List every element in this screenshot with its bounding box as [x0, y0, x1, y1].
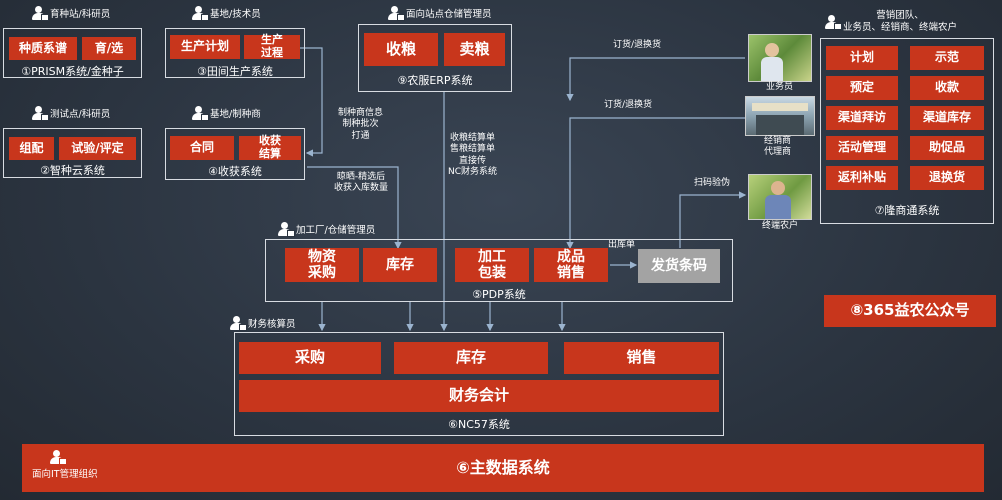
prism-system-box [3, 28, 142, 78]
finished-goods-sales-button[interactable]: 成品 销售 [534, 248, 608, 282]
shipping-barcode-button[interactable]: 发货条码 [638, 249, 720, 283]
role-factory: 加工厂/仓储管理员 [278, 222, 375, 237]
activity-management-button[interactable]: 活动管理 [826, 136, 898, 160]
grain-sale-button[interactable]: 卖粮 [444, 33, 505, 66]
financial-accounting-button[interactable]: 财务会计 [239, 380, 719, 412]
person-icon [388, 6, 405, 21]
person-icon [192, 106, 209, 121]
nc-purchase-button[interactable]: 采购 [239, 342, 381, 374]
processing-packaging-button[interactable]: 加工 包装 [455, 248, 529, 282]
harvest-to-pdp-line [307, 166, 402, 250]
order-note-1: 订货/退换货 [613, 40, 662, 50]
prism-caption: ①PRISM系统/金种子 [21, 65, 124, 78]
order-line-2 [566, 117, 745, 250]
dealer-label: 经销商 代理商 [764, 136, 792, 158]
combination-button[interactable]: 组配 [9, 137, 54, 160]
person-icon [50, 450, 67, 465]
payment-button[interactable]: 收款 [910, 76, 984, 100]
role-finance: 财务核算员 [230, 316, 296, 331]
settlement-note: 收粮结算单 售粮结算单 直接传 NC财务系统 [448, 133, 498, 177]
outbound-note: 出库单 [608, 240, 636, 250]
harvest-settlement-button[interactable]: 收获 结算 [239, 135, 301, 160]
reservation-button[interactable]: 预定 [826, 76, 898, 100]
farmer-label: 终端农户 [762, 221, 799, 231]
person-icon [32, 6, 49, 21]
material-purchase-button[interactable]: 物资 采购 [285, 248, 359, 282]
role-station-manager: 面向站点仓储管理员 [388, 6, 492, 21]
return-exchange-button[interactable]: 退换货 [910, 166, 984, 190]
drying-note: 晾晒-精选后 收获入库数量 [334, 172, 389, 194]
scan-line [679, 191, 747, 248]
person-icon [32, 106, 49, 121]
pdp-caption: ⑤PDP系统 [472, 288, 526, 301]
role-breeding: 育种站/科研员 [32, 6, 110, 21]
nc-caption: ⑥NC57系统 [448, 418, 510, 431]
person-icon [192, 6, 209, 21]
plan-button[interactable]: 计划 [826, 46, 898, 70]
pdp-system-box [265, 239, 733, 302]
nc-system-box [234, 332, 724, 436]
demo-button[interactable]: 示范 [910, 46, 984, 70]
trial-evaluation-button[interactable]: 试验/评定 [59, 137, 136, 160]
longshang-system-box [820, 38, 994, 224]
harvest-system-box [165, 128, 305, 180]
longshang-caption: ⑦隆商通系统 [874, 204, 940, 217]
prism-pedigree-button[interactable]: 种质系谱 [9, 37, 77, 60]
production-process-button[interactable]: 生产 过程 [244, 34, 300, 59]
field-caption: ③田间生产系统 [197, 65, 273, 78]
role-base-tech: 基地/技术员 [192, 6, 261, 21]
salesman-photo [748, 34, 812, 82]
farmer-photo [748, 174, 812, 220]
role-base-seed: 基地/制种商 [192, 106, 261, 121]
master-data-system-bar[interactable]: ⑥主数据系统 [22, 444, 984, 492]
grain-purchase-button[interactable]: 收粮 [364, 33, 438, 66]
zhizhong-system-box [3, 128, 142, 178]
erp-system-box [358, 24, 512, 92]
promo-goods-button[interactable]: 助促品 [910, 136, 984, 160]
order-note-2: 订货/退换货 [604, 100, 653, 110]
role-marketing: 营销团队、 业务员、经销商、终端农户 [825, 10, 957, 34]
zhizhong-caption: ②智种云系统 [40, 164, 105, 177]
pdp-inventory-button[interactable]: 库存 [363, 248, 437, 282]
channel-inventory-button[interactable]: 渠道库存 [910, 106, 984, 130]
scan-note: 扫码验伪 [694, 178, 731, 188]
salesman-label: 业务员 [766, 82, 794, 92]
erp-caption: ⑨农服ERP系统 [397, 74, 473, 87]
wechat-account-button[interactable]: ⑧365益农公众号 [824, 295, 996, 327]
order-line-1 [566, 57, 745, 102]
prism-breed-select-button[interactable]: 育/选 [82, 37, 136, 60]
nc-sales-button[interactable]: 销售 [564, 342, 719, 374]
field-to-harvest-line [300, 47, 323, 157]
nc-inventory-button[interactable]: 库存 [394, 342, 548, 374]
person-icon [230, 316, 247, 331]
channel-visit-button[interactable]: 渠道拜访 [826, 106, 898, 130]
role-test: 测试点/科研员 [32, 106, 110, 121]
seed-info-note: 制种商信息 制种批次 打通 [338, 108, 384, 141]
field-system-box [165, 28, 305, 78]
person-icon [825, 14, 842, 30]
production-plan-button[interactable]: 生产计划 [170, 35, 240, 59]
contract-button[interactable]: 合同 [170, 136, 234, 160]
person-icon [278, 222, 295, 237]
rebate-subsidy-button[interactable]: 返利补贴 [826, 166, 898, 190]
dealer-photo [745, 96, 815, 136]
harvest-caption: ④收获系统 [208, 165, 262, 178]
role-it: 面向IT管理组织 [32, 450, 98, 480]
